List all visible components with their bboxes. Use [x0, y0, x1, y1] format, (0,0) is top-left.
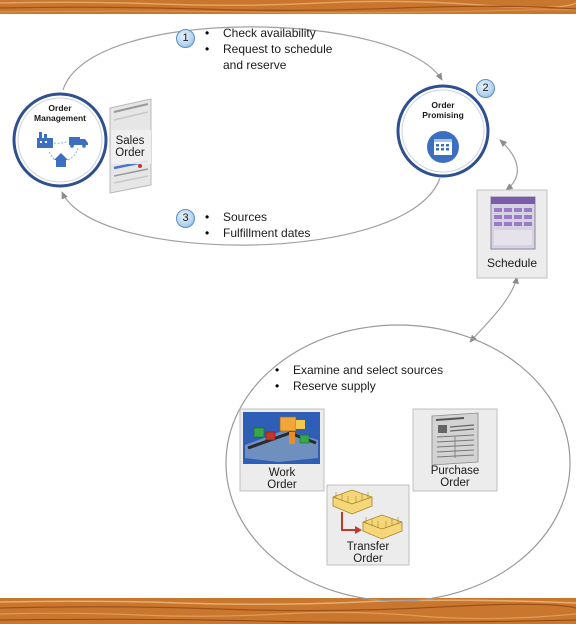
- step-2-badge: 2: [476, 79, 495, 98]
- calendar-icon: [427, 131, 459, 163]
- home-icon: [54, 153, 68, 167]
- factory-icon: [37, 132, 53, 148]
- transfer-order-label: Transfer Order: [327, 541, 409, 565]
- supply-bullet-examine: Examine and select sources: [293, 363, 444, 377]
- order-promising-title: Order Promising: [413, 100, 473, 120]
- sales-order-label-line1: Sales: [115, 135, 145, 147]
- step-3-bullet-dates: Fulfillment dates: [223, 226, 311, 240]
- supply-ellipse: [225, 324, 571, 602]
- transfer-arrow-icon: [341, 512, 356, 531]
- purchase-order-label-line1: Purchase: [430, 465, 480, 477]
- work-order-label-line1: Work: [268, 467, 296, 479]
- order-management-title-line1: Order: [48, 103, 72, 113]
- step-3-badge: 3: [176, 209, 195, 228]
- bullet-glyph: •: [275, 363, 280, 377]
- warehouse-icon: [362, 514, 403, 540]
- wood-border-top: [0, 0, 576, 14]
- order-management-title-line2: Management: [34, 113, 86, 123]
- schedule-label: Schedule: [486, 256, 538, 270]
- bullet-glyph: •: [205, 210, 210, 224]
- order-management-title: Order Management: [30, 103, 90, 123]
- sales-order-label-line2: Order: [115, 147, 145, 159]
- bullet-glyph: •: [205, 226, 210, 240]
- arrow-schedule-supply: [469, 276, 519, 343]
- bullet-glyph: •: [205, 42, 210, 56]
- step-3-bullet-sources: Sources: [223, 210, 268, 224]
- purchase-order-label: Purchase Order: [413, 465, 497, 489]
- bullet-glyph: •: [205, 26, 210, 40]
- transfer-order-label-line2: Order: [353, 553, 383, 565]
- step-1-badge: 1: [176, 29, 195, 48]
- step-1-bullet-check: Check availability: [223, 26, 316, 40]
- warehouse-icon: [332, 489, 373, 515]
- work-order-label-line2: Order: [267, 479, 297, 491]
- truck-icon: [69, 137, 88, 148]
- order-promising-title-line1: Order: [431, 100, 455, 110]
- step-1-bullet-request: Request to schedule: [223, 42, 333, 56]
- purchase-order-label-line2: Order: [440, 477, 470, 489]
- sales-order-label: Sales Order: [108, 135, 152, 159]
- arrow-response: [61, 177, 441, 246]
- arrow-request: [62, 26, 443, 91]
- bullet-glyph: •: [275, 379, 280, 393]
- arrow-promising-schedule: [499, 139, 518, 191]
- work-order-label: Work Order: [240, 467, 324, 491]
- wood-border-bottom: [0, 598, 576, 624]
- supply-bullet-reserve: Reserve supply: [293, 379, 376, 393]
- step-1-bullet-request-cont: and reserve: [223, 58, 287, 72]
- order-promising-title-line2: Promising: [422, 110, 464, 120]
- transfer-order-label-line1: Transfer: [346, 541, 390, 553]
